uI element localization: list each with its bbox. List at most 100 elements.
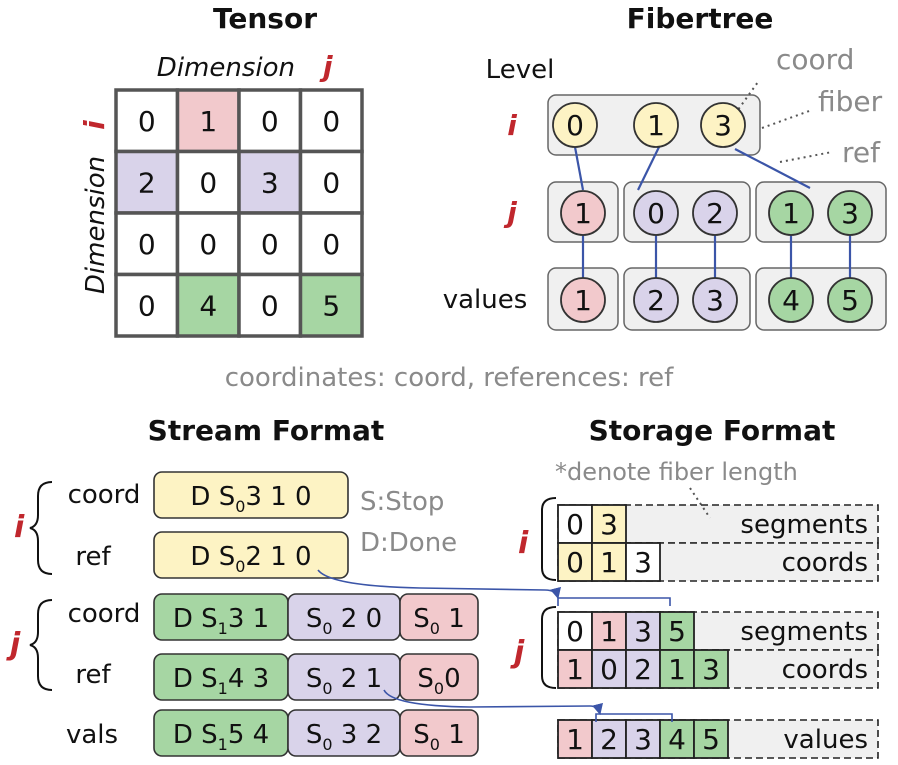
tensor-dimension-j-label: Dimension j <box>157 50 333 83</box>
storage-cell-value: 5 <box>702 723 720 756</box>
level-values-label: values <box>443 285 528 315</box>
storage-cell-value: 0 <box>566 615 584 648</box>
fibertree-node <box>633 102 679 148</box>
storage-array-label: segments <box>740 617 868 647</box>
storage-cell <box>625 611 661 651</box>
stream-token <box>399 709 479 757</box>
fibertree-node-value: 1 <box>574 284 592 317</box>
fibertree-node <box>633 190 679 236</box>
tensor-cell-value: 0 <box>261 105 279 138</box>
fibertree-edges <box>573 144 852 278</box>
fibertree-node <box>552 102 598 148</box>
stream-token <box>153 531 349 579</box>
storage-array-label: values <box>783 725 868 755</box>
arrow-j-ref-to-values-storage <box>383 689 603 716</box>
storage-cell <box>591 542 627 582</box>
storage-cell-value: 0 <box>566 546 584 579</box>
stream-token-text: D S14 3 <box>173 664 269 698</box>
storage-cell <box>557 611 593 651</box>
fibertree-node <box>768 190 814 236</box>
annotation-ref: ref <box>842 136 881 169</box>
tensor-title: Tensor <box>213 2 317 35</box>
tensor-cell <box>298 149 364 215</box>
stream-token-text: S0 1 <box>413 604 465 638</box>
storage-cell <box>693 649 729 689</box>
stream-j-brace <box>29 599 53 691</box>
stream-token-text: S0 3 2 <box>306 720 382 754</box>
storage-cell-value: 3 <box>600 508 618 541</box>
storage-cell-value: 2 <box>634 653 652 686</box>
storage-cell-value: 4 <box>668 723 686 756</box>
storage-cell <box>659 719 695 759</box>
stream-token <box>399 653 479 701</box>
annotation-coord: coord <box>776 43 854 76</box>
stream-token-text: D S15 4 <box>173 720 269 754</box>
storage-cell-value: 2 <box>600 723 618 756</box>
storage-cell-value: 0 <box>566 508 584 541</box>
fibertree-node-value: 3 <box>841 197 859 230</box>
fibertree-node <box>692 190 738 236</box>
stream-i-var: i <box>14 510 25 545</box>
storage-cell <box>557 542 593 582</box>
stream-j-ref-label: ref <box>75 660 111 690</box>
storage-cell-value: 5 <box>668 615 686 648</box>
storage-cell <box>625 542 661 582</box>
fibertree-node <box>700 102 746 148</box>
storage-cell-value: 1 <box>668 653 686 686</box>
tensor-cell-value: 0 <box>322 228 340 261</box>
stream-i-ref-label: ref <box>75 542 111 572</box>
fibertree-title: Fibertree <box>627 2 774 35</box>
fibertree-node <box>692 277 738 323</box>
stream-j-var: j <box>6 627 21 662</box>
stream-i-coord-label: coord <box>68 480 141 510</box>
storage-j-group-bracket <box>557 597 671 606</box>
tensor-cell-value: 0 <box>138 228 156 261</box>
storage-values-group-bracket <box>595 713 673 722</box>
dim-j-var: j <box>319 50 333 83</box>
fibertree-node-value: 3 <box>714 109 732 142</box>
dim-i-text: Dimension <box>81 156 111 294</box>
fibertree-node-value: 0 <box>647 197 665 230</box>
legend-done: D:Done <box>360 528 457 558</box>
arrow-i-ref-to-j-storage <box>317 569 561 600</box>
fibertree-node-value: 2 <box>647 284 665 317</box>
fibertree-node-value: 1 <box>647 109 665 142</box>
stream-token <box>399 593 479 641</box>
storage-cell <box>591 504 627 544</box>
tensor-cell-value: 1 <box>199 105 217 138</box>
tensor-cell-value: 0 <box>261 228 279 261</box>
storage-cell-value: 0 <box>600 653 618 686</box>
fibertree-node <box>633 277 679 323</box>
level-header: Level <box>486 55 555 85</box>
tensor-cell-value: 5 <box>322 289 340 322</box>
tensor-cell-value: 0 <box>199 228 217 261</box>
storage-note: *denote fiber length <box>555 458 798 486</box>
fibertree-annotations: coord fiber ref <box>734 43 883 169</box>
stream-j-coord-label: coord <box>68 599 141 629</box>
dim-i-var: i <box>78 120 111 130</box>
storage-i-bracket <box>541 497 557 581</box>
storage-cell <box>625 649 661 689</box>
tensor-cell <box>175 211 241 277</box>
tensor-cell-value: 4 <box>199 289 217 322</box>
level-j-label: j <box>503 196 517 229</box>
storage-cell-value: 3 <box>634 615 652 648</box>
tensor-cell-value: 0 <box>138 105 156 138</box>
fibertree-node-value: 4 <box>782 284 800 317</box>
storage-cell-value: 1 <box>600 615 618 648</box>
storage-cell <box>591 649 627 689</box>
stream-i-brace <box>29 481 53 575</box>
stream-vals-label: vals <box>66 720 118 750</box>
fibertree-node-value: 2 <box>706 197 724 230</box>
tensor-cell-value: 0 <box>138 289 156 322</box>
storage-note-leader <box>689 487 711 519</box>
stream-token-text: S0 1 <box>413 720 465 754</box>
stream-token-text: D S13 1 <box>173 604 269 638</box>
fibertree-node <box>768 277 814 323</box>
legend-stop: S:Stop <box>360 487 444 517</box>
